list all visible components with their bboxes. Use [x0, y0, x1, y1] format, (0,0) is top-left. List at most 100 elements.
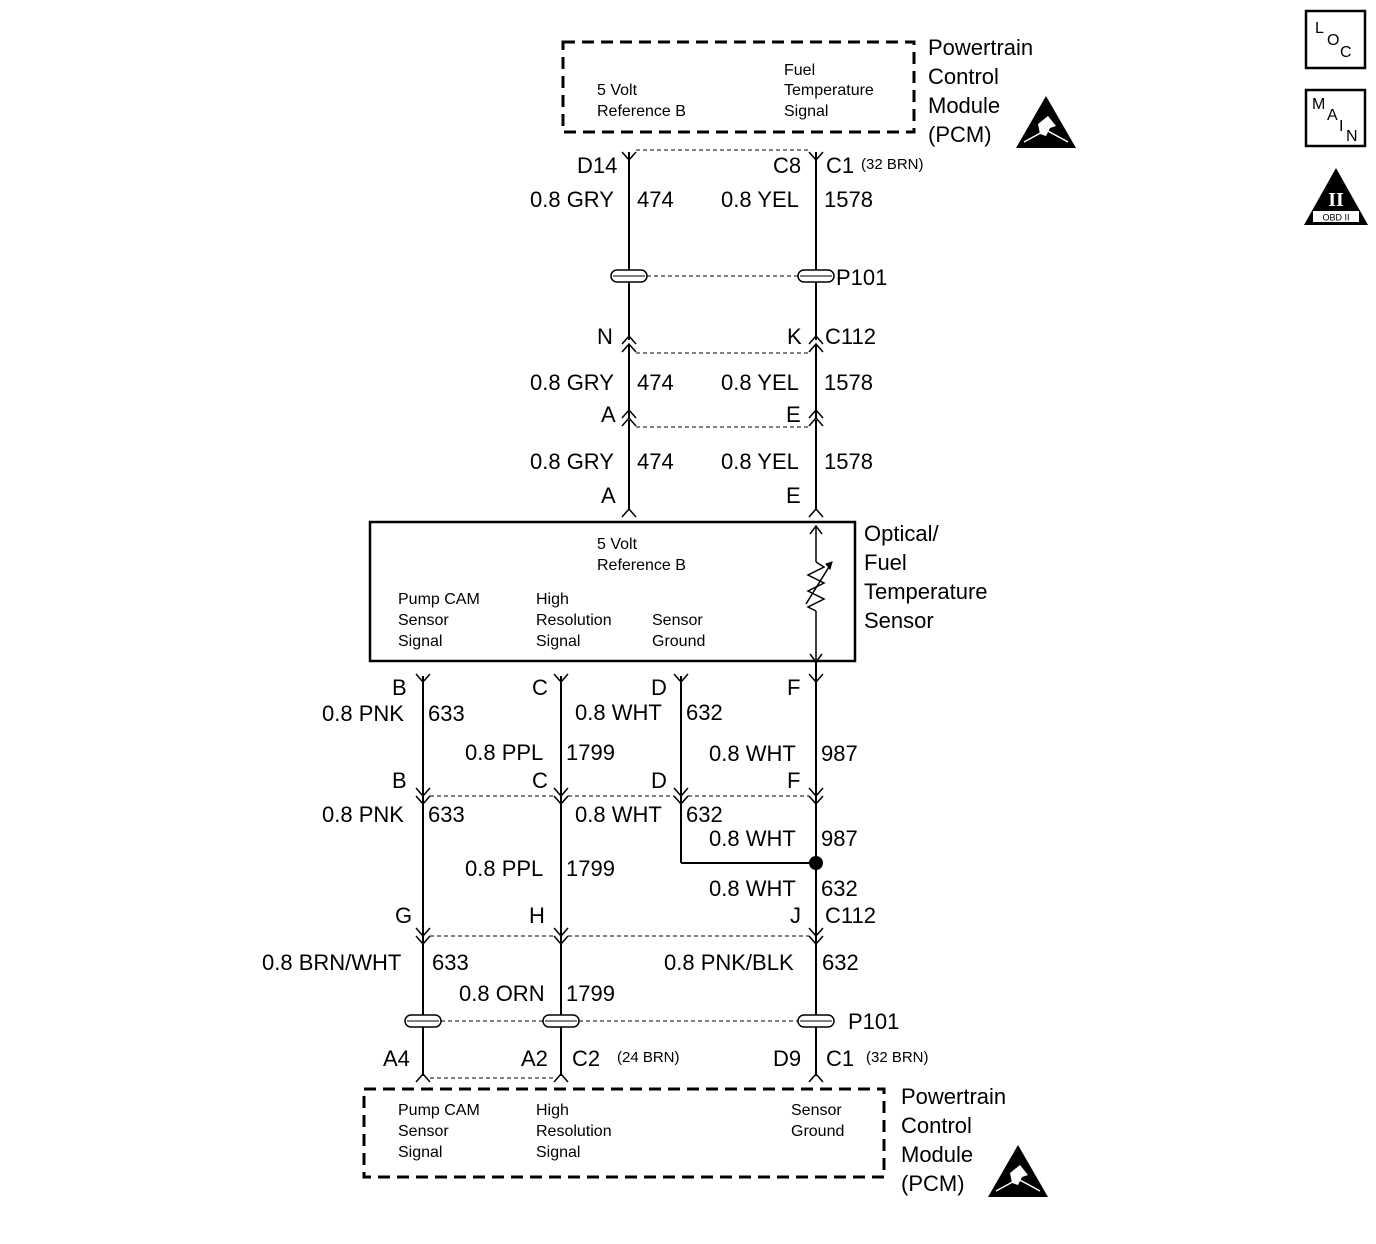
- pcm-bottom-pumpcam-line1: Pump CAM: [398, 1102, 480, 1119]
- p101-top-pass-through: [610, 269, 835, 283]
- pin-n: N: [597, 324, 613, 349]
- pcm-top-name-line4: (PCM): [928, 122, 992, 147]
- splice-dot: [809, 856, 823, 870]
- sensor-ref-line1: 5 Volt: [597, 536, 638, 553]
- connector-c112-top: C112: [825, 324, 876, 349]
- connector-c1-bottom-note: (32 BRN): [866, 1049, 929, 1066]
- loc-icon-o: O: [1327, 32, 1339, 49]
- pcm-top-name-line3: Module: [928, 93, 1000, 118]
- wire-633-l1-circuit: 633: [428, 701, 465, 726]
- inline2-pin-d: D: [651, 768, 667, 793]
- wire-474-top-color: 0.8 GRY: [530, 187, 614, 212]
- sensor-pin-e: E: [786, 483, 801, 508]
- wire-474-sensor-circuit: 474: [637, 449, 674, 474]
- connector-c2-note: (24 BRN): [617, 1049, 680, 1066]
- connector-c1-bottom: C1: [826, 1046, 854, 1071]
- wire-1799-l1-color: 0.8 PPL: [465, 740, 543, 765]
- pcm-bottom: Pump CAM Sensor Signal High Resolution S…: [362, 1084, 1048, 1197]
- wire-1578-sensor-color: 0.8 YEL: [721, 449, 799, 474]
- sensor-name-line4: Sensor: [864, 608, 934, 633]
- wire-632-splice-color: 0.8 WHT: [709, 876, 796, 901]
- sensor-ground-line2: Ground: [652, 633, 705, 650]
- wire-633-l2-circuit: 633: [428, 802, 465, 827]
- wire-1578-top-color: 0.8 YEL: [721, 187, 799, 212]
- wire-474-mid-color: 0.8 GRY: [530, 370, 614, 395]
- pin-g: G: [395, 903, 412, 928]
- loc-icon-c: C: [1340, 44, 1352, 61]
- pcm-top-fuel-line3: Signal: [784, 103, 828, 120]
- sensor-pin-a: A: [601, 483, 616, 508]
- wire-1578-sensor-circuit: 1578: [824, 449, 873, 474]
- pin-c8: C8: [773, 153, 801, 178]
- wire-633-l3-color: 0.8 BRN/WHT: [262, 950, 401, 975]
- connector-c112-bottom: C112: [825, 903, 876, 928]
- wire-474-sensor-color: 0.8 GRY: [530, 449, 614, 474]
- pin-k: K: [787, 324, 802, 349]
- wire-1799-l1-circuit: 1799: [566, 740, 615, 765]
- sensor-pin-b: B: [392, 675, 407, 700]
- sensor-pumpcam-line3: Signal: [398, 633, 442, 650]
- wire-987-l2-circuit: 987: [821, 826, 858, 851]
- wire-633-l3-circuit: 633: [432, 950, 469, 975]
- main-icon[interactable]: M A I N: [1304, 88, 1367, 148]
- pcm-bottom-name-line3: Module: [901, 1142, 973, 1167]
- pcm-top: 5 Volt Reference B Fuel Temperature Sign…: [561, 35, 1076, 148]
- pcm-top-5v-line1: 5 Volt: [597, 82, 638, 99]
- p101-bottom-pass-through: [404, 1014, 835, 1028]
- p101-top-label: P101: [836, 265, 887, 290]
- obd-ii-label: OBD II: [1322, 213, 1349, 223]
- pcm-bottom-name-line1: Powertrain: [901, 1084, 1006, 1109]
- pcm-bottom-ground-line1: Sensor: [791, 1102, 842, 1119]
- sensor-pin-c: C: [532, 675, 548, 700]
- pcm-top-fuel-line2: Temperature: [784, 82, 874, 99]
- pcm-top-box: [561, 40, 916, 134]
- sensor-highres-line2: Resolution: [536, 612, 612, 629]
- sensor-ground-line1: Sensor: [652, 612, 703, 629]
- wire-633-l2-color: 0.8 PNK: [322, 802, 404, 827]
- pcm-bottom-name-line4: (PCM): [901, 1171, 965, 1196]
- pcm-bottom-pumpcam-line2: Sensor: [398, 1123, 449, 1140]
- wire-987-l1-color: 0.8 WHT: [709, 741, 796, 766]
- sensor-ref-line2: Reference B: [597, 557, 686, 574]
- pin-d14: D14: [577, 153, 617, 178]
- p101-bottom-label: P101: [848, 1009, 899, 1034]
- loc-icon[interactable]: L O C: [1304, 9, 1367, 70]
- wire-1578-mid-color: 0.8 YEL: [721, 370, 799, 395]
- pin-j: J: [790, 903, 801, 928]
- pcm-bottom-highres-line1: High: [536, 1102, 569, 1119]
- wire-1799-l2-color: 0.8 PPL: [465, 856, 543, 881]
- wire-632-l3-circuit: 632: [822, 950, 859, 975]
- wire-474-top-circuit: 474: [637, 187, 674, 212]
- wire-633-l1-color: 0.8 PNK: [322, 701, 404, 726]
- obd-ii-icon[interactable]: II OBD II: [1304, 168, 1368, 225]
- sensor-name-line2: Fuel: [864, 550, 907, 575]
- wire-1578-mid-circuit: 1578: [824, 370, 873, 395]
- inline2-pin-f: F: [787, 768, 800, 793]
- wire-474-mid-circuit: 474: [637, 370, 674, 395]
- pin-e-inline: E: [786, 402, 801, 427]
- obd-ii-numeral: II: [1328, 189, 1344, 211]
- sensor-name-line1: Optical/: [864, 521, 939, 546]
- wire-632-l3-color: 0.8 PNK/BLK: [664, 950, 794, 975]
- connector-c1-top: C1: [826, 153, 854, 178]
- wire-632-l1-circuit: 632: [686, 700, 723, 725]
- inline2-pin-c: C: [532, 768, 548, 793]
- wire-987-l2-color: 0.8 WHT: [709, 826, 796, 851]
- pcm-top-name-line1: Powertrain: [928, 35, 1033, 60]
- connector-c1-top-note: (32 BRN): [861, 156, 924, 173]
- sensor-name-line3: Temperature: [864, 579, 988, 604]
- loc-icon-l: L: [1315, 20, 1324, 37]
- inline2-pin-b: B: [392, 768, 407, 793]
- wire-1799-l2-circuit: 1799: [566, 856, 615, 881]
- sensor-pin-f: F: [787, 675, 800, 700]
- sensor-box: [368, 520, 857, 663]
- wire-632-l1-color: 0.8 WHT: [575, 700, 662, 725]
- pcm-bottom-pumpcam-line3: Signal: [398, 1144, 442, 1161]
- pcm-bottom-name-line2: Control: [901, 1113, 972, 1138]
- wire-632-splice-circuit: 632: [821, 876, 858, 901]
- wire-1799-l3-circuit: 1799: [566, 981, 615, 1006]
- esd-warning-icon: [1016, 96, 1076, 148]
- pcm-bottom-ground-line2: Ground: [791, 1123, 844, 1140]
- wire-1799-l3-color: 0.8 ORN: [459, 981, 545, 1006]
